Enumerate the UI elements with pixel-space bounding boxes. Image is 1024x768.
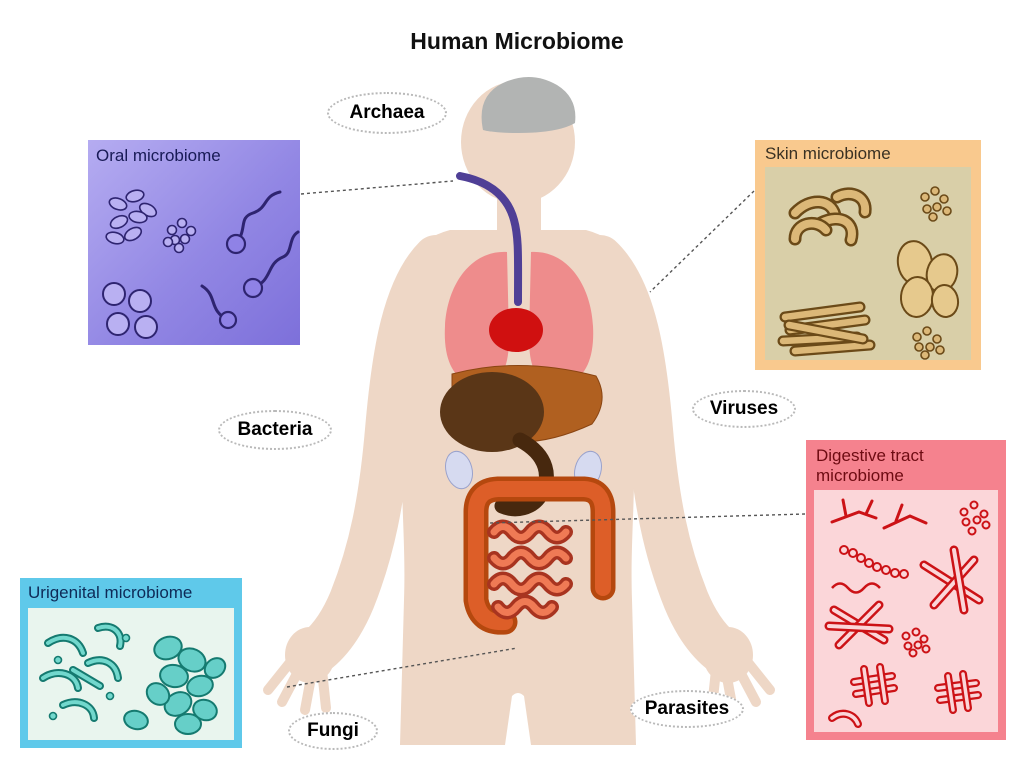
small-cocci-cluster-icon	[162, 217, 197, 253]
curved-rod-bacteria-icon	[828, 709, 862, 728]
crossed-rods-icon	[824, 545, 984, 650]
fungi-connector-line	[286, 647, 518, 688]
archaea-label: Archaea	[327, 92, 447, 134]
small-intestine	[487, 519, 573, 620]
large-intestine	[463, 476, 616, 635]
brain	[481, 76, 576, 133]
yeast-cells-icon	[896, 240, 960, 318]
oral-panel-title: Oral microbiome	[96, 146, 221, 165]
fungi-label: Fungi	[288, 712, 378, 750]
skin-microbes-illustration	[777, 186, 960, 360]
filament-bacteria-icon	[831, 582, 881, 594]
skin-microbiome-panel: Skin microbiome	[755, 140, 981, 370]
hash-rods-icon	[850, 663, 898, 707]
curved-rod-bacteria-icon	[788, 187, 872, 247]
cocci-dots-icon	[48, 633, 131, 721]
digestive-connector-line	[489, 513, 806, 524]
spirochete-icon	[200, 190, 300, 329]
skin-panel-body	[765, 167, 971, 360]
yeast-cluster-icon	[123, 635, 227, 735]
urigenital-panel-title: Urigenital microbiome	[28, 583, 193, 602]
digestive-microbiome-panel: Digestive tract microbiome	[806, 440, 1006, 740]
micrococci-cluster-icon	[912, 326, 945, 360]
page-title: Human Microbiome	[410, 28, 624, 54]
oral-connector-line	[300, 180, 454, 195]
micrococci-cluster-icon	[920, 186, 952, 222]
parasites-label: Parasites	[630, 690, 744, 728]
cocci-dots-icon	[959, 500, 991, 536]
viruses-label: Viruses	[692, 390, 796, 428]
skin-connector-line	[649, 190, 755, 293]
digestive-panel-title: Digestive tract microbiome	[816, 446, 924, 485]
heart	[489, 308, 543, 352]
cocci-oval-cluster-icon	[105, 188, 158, 245]
urigenital-panel-body	[28, 608, 234, 740]
branching-bacteria-icon	[830, 498, 928, 530]
curved-rod-bacteria-icon	[39, 622, 125, 722]
rod-stack-icon	[777, 301, 876, 357]
lungs	[444, 251, 594, 386]
bacteria-label: Bacteria	[218, 410, 332, 450]
oral-microbiome-panel: Oral microbiome	[88, 140, 300, 345]
cocci-dots-icon	[901, 627, 931, 658]
esophagus	[456, 172, 523, 306]
hash-rods-icon	[934, 670, 982, 714]
digestive-panel-body	[814, 490, 998, 732]
urigenital-microbes-illustration	[39, 622, 227, 735]
skin-panel-title: Skin microbiome	[765, 144, 891, 163]
oral-microbes-illustration	[102, 188, 300, 339]
urigenital-microbiome-panel: Urigenital microbiome	[20, 578, 242, 748]
digestive-microbes-illustration	[824, 498, 991, 728]
streptococci-chain-icon	[839, 545, 909, 579]
large-cocci-icon	[102, 281, 158, 339]
